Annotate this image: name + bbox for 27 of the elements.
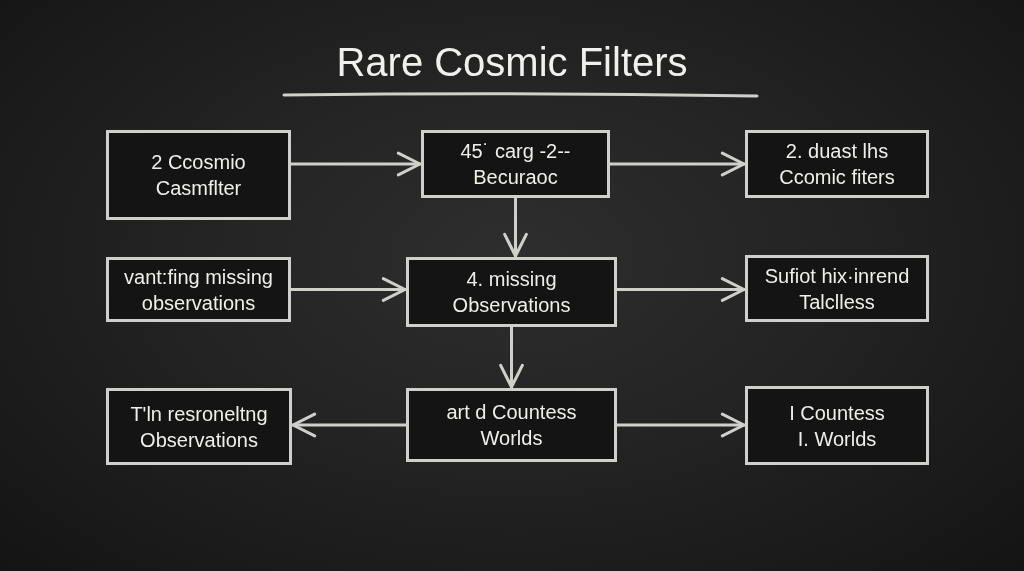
node-label: vant:fing missing observations (123, 264, 274, 316)
process-box (745, 386, 929, 465)
process-box (421, 130, 610, 198)
process-box (106, 388, 292, 465)
node-label: 2. duast lhs Ccomic fiters (778, 139, 896, 190)
node-label: I Countess I. Worlds (788, 400, 886, 452)
arrow (608, 151, 746, 177)
node-label: 45˙ carg -2--Becuraoc (459, 139, 572, 190)
diagram-title: Rare Cosmic Filters (335, 39, 689, 86)
arrow (289, 151, 422, 177)
process-box (745, 130, 929, 198)
process-box (406, 257, 617, 327)
arrow (615, 412, 746, 438)
node-label: 4. missing Observations (451, 267, 572, 318)
process-box (406, 388, 617, 462)
process-box (106, 130, 291, 220)
arrow (499, 325, 524, 389)
process-box (106, 257, 291, 322)
arrow (503, 196, 528, 258)
arrow (615, 277, 746, 302)
node-label: Sufiot hix·inrend Talclless (763, 263, 911, 315)
process-box (745, 255, 929, 322)
arrow (291, 412, 408, 438)
node-label: art d Countess Worlds (445, 400, 578, 451)
node-label: 2 Ccosmio Casmflter (150, 150, 247, 201)
arrow (289, 277, 407, 302)
node-label: T'ln resroneltng Observations (129, 401, 269, 453)
